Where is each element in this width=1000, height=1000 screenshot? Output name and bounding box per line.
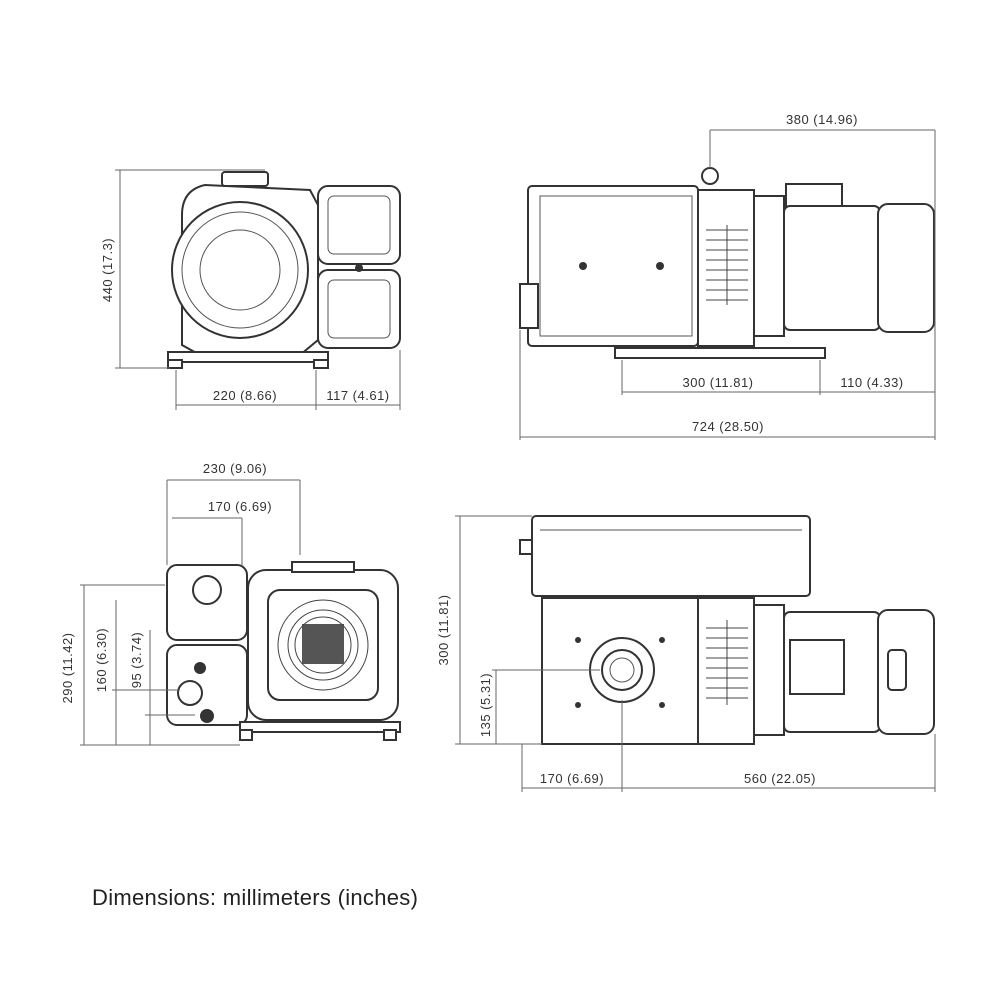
side-view <box>519 129 936 440</box>
front-view <box>115 169 401 410</box>
dim-rear-width-outer: 230 (9.06) <box>203 461 267 476</box>
dim-top-offset-right: 560 (22.05) <box>744 771 816 786</box>
dim-side-motor-overhang: 110 (4.33) <box>840 375 903 390</box>
dim-rear-width-inner: 170 (6.69) <box>208 499 272 514</box>
dim-side-foot-spacing: 300 (11.81) <box>682 375 753 390</box>
dim-front-width-right: 117 (4.61) <box>326 388 389 403</box>
rear-view <box>80 479 401 746</box>
dim-front-width-left: 220 (8.66) <box>213 388 277 403</box>
dim-side-top-length: 380 (14.96) <box>786 112 858 127</box>
dim-rear-height-total: 290 (11.42) <box>60 632 75 703</box>
dim-rear-height-low: 95 (3.74) <box>129 632 144 689</box>
dim-top-height-port: 135 (5.31) <box>478 673 493 737</box>
dim-side-overall-length: 724 (28.50) <box>692 419 764 434</box>
units-caption: Dimensions: millimeters (inches) <box>92 885 419 910</box>
top-view <box>455 515 936 792</box>
dim-rear-height-mid: 160 (6.30) <box>94 628 109 692</box>
dim-front-height: 440 (17.3) <box>100 238 115 302</box>
dim-top-height-total: 300 (11.81) <box>436 594 451 665</box>
dim-top-offset-left: 170 (6.69) <box>540 771 604 786</box>
